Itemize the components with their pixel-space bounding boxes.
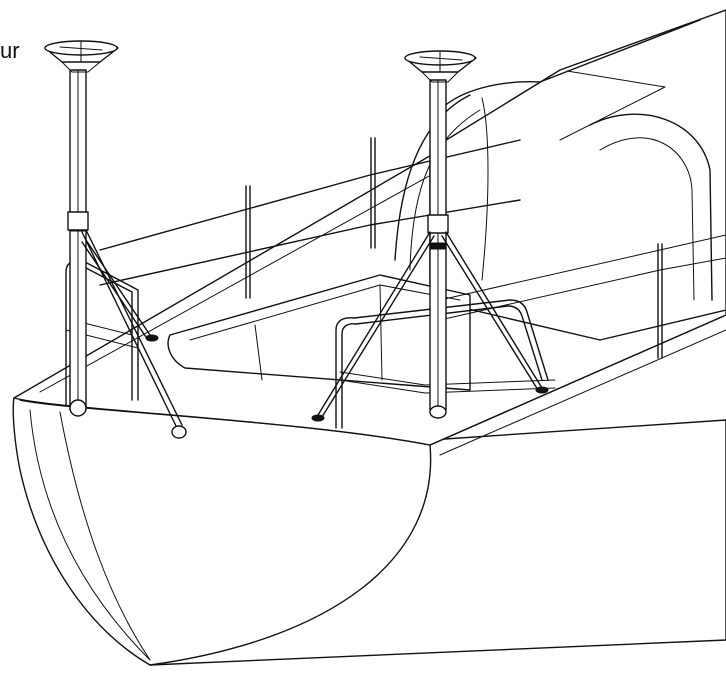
tripod-mount-right — [311, 50, 549, 422]
caption-fragment: ur — [0, 38, 20, 63]
lifelines — [99, 137, 726, 359]
tripod-mount-left — [44, 40, 187, 439]
bow-hull — [12, 314, 726, 666]
